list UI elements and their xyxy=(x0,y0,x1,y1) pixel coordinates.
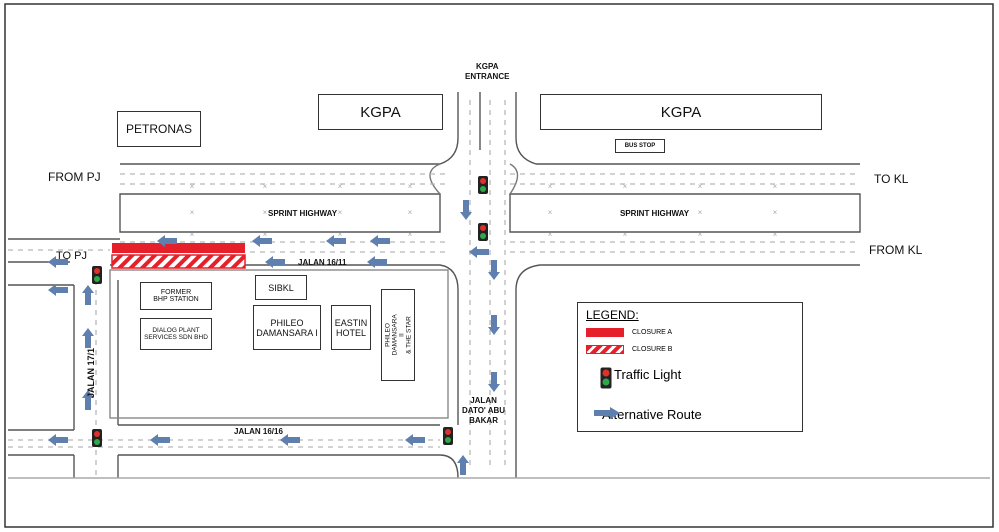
route-arrow-icon xyxy=(48,284,68,296)
traffic-light-icon xyxy=(443,427,453,445)
lane-x-mark: × xyxy=(190,230,195,239)
lane-x-mark: × xyxy=(263,182,268,191)
lane-x-mark: × xyxy=(698,208,703,217)
legend-closure-a: CLOSURE A xyxy=(586,328,672,337)
phileo-damansara-2-label: PHILEO DAMANSARA II & THE STAR xyxy=(384,314,412,356)
jalan-17-1-label: JALAN 17/1 xyxy=(86,347,97,399)
to-pj-label: TO PJ xyxy=(56,250,87,262)
lane-x-mark: × xyxy=(263,208,268,217)
traffic-light-icon xyxy=(92,266,102,284)
lane-x-mark: × xyxy=(338,182,343,191)
route-arrow-icon xyxy=(157,235,177,247)
sibkl-building: SIBKL xyxy=(255,275,307,300)
route-arrow-icon xyxy=(457,455,469,475)
route-arrow-icon xyxy=(370,235,390,247)
route-arrow-icon xyxy=(82,390,94,410)
jalan-16-16-label: JALAN 16/16 xyxy=(234,427,283,436)
bus-stop: BUS STOP xyxy=(615,139,665,153)
route-arrow-icon xyxy=(280,434,300,446)
route-arrow-icon xyxy=(405,434,425,446)
phileo-damansara-1: PHILEO DAMANSARA I xyxy=(253,305,321,350)
jalan-16-11-label: JALAN 16/11 xyxy=(298,258,347,267)
closure-a-marker xyxy=(112,243,245,253)
closure-b-swatch xyxy=(586,345,624,354)
closure-a-swatch xyxy=(586,328,624,337)
lane-x-mark: × xyxy=(548,182,553,191)
route-arrow-icon xyxy=(82,328,94,348)
route-arrow-icon xyxy=(82,285,94,305)
alternative-route-label: Alternative Route xyxy=(602,407,702,422)
legend-closure-b: CLOSURE B xyxy=(586,345,672,354)
lane-x-mark: × xyxy=(623,230,628,239)
legend-title: LEGEND: xyxy=(586,308,639,322)
route-arrow-icon xyxy=(460,200,472,220)
lane-x-mark: × xyxy=(548,230,553,239)
legend-traffic-light: Traffic Light xyxy=(600,367,682,389)
lane-x-mark: × xyxy=(698,230,703,239)
jalan-dato-abu-bakar-label: JALAN DATO' ABU BAKAR xyxy=(462,396,506,425)
traffic-light-icon xyxy=(600,367,612,389)
lane-x-mark: × xyxy=(190,182,195,191)
kgpa-building-right: KGPA xyxy=(540,94,822,130)
route-arrow-icon xyxy=(48,256,68,268)
lane-x-mark: × xyxy=(698,182,703,191)
from-kl-label: FROM KL xyxy=(869,243,923,257)
lane-x-mark: × xyxy=(263,230,268,239)
traffic-light-icon xyxy=(478,176,488,194)
sprint-highway-label-left: SPRINT HIGHWAY xyxy=(268,209,338,218)
traffic-light-label: Traffic Light xyxy=(614,367,682,382)
route-arrow-icon xyxy=(488,315,500,335)
lane-x-mark: × xyxy=(773,182,778,191)
lane-x-mark: × xyxy=(408,230,413,239)
lane-x-mark: × xyxy=(548,208,553,217)
sprint-highway-label-right: SPRINT HIGHWAY xyxy=(620,209,690,218)
lane-x-mark: × xyxy=(623,182,628,191)
former-bhp-station: FORMER BHP STATION xyxy=(140,282,212,310)
road-edges xyxy=(8,92,990,479)
closure-b-marker xyxy=(111,254,246,269)
route-arrow-icon xyxy=(488,372,500,392)
route-arrow-icon xyxy=(252,235,272,247)
closure-a-label: CLOSURE A xyxy=(632,329,673,336)
lane-x-mark: × xyxy=(623,208,628,217)
lane-x-mark: × xyxy=(408,208,413,217)
lane-x-mark: × xyxy=(773,208,778,217)
to-kl-label: TO KL xyxy=(874,172,909,186)
lane-x-mark: × xyxy=(338,208,343,217)
kgpa-building-left: KGPA xyxy=(318,94,443,130)
from-pj-label: FROM PJ xyxy=(48,170,101,184)
lane-x-mark: × xyxy=(338,230,343,239)
route-arrow-icon xyxy=(150,434,170,446)
route-arrow-icon xyxy=(265,256,285,268)
route-arrow-icon xyxy=(469,246,489,258)
route-arrow-icon xyxy=(48,434,68,446)
legend: LEGEND: CLOSURE A CLOSURE B Traffic Ligh… xyxy=(577,302,803,432)
traffic-light-icon xyxy=(478,223,488,241)
route-arrow-icon xyxy=(326,235,346,247)
lane-x-mark: × xyxy=(408,182,413,191)
traffic-light-icon xyxy=(92,429,102,447)
legend-alternative-route: Alternative Route xyxy=(594,407,702,422)
route-arrow-icon xyxy=(367,256,387,268)
eastin-hotel: EASTIN HOTEL xyxy=(331,305,371,350)
phileo-damansara-2: PHILEO DAMANSARA II & THE STAR xyxy=(381,289,415,381)
lane-x-mark: × xyxy=(773,230,778,239)
petronas-building: PETRONAS xyxy=(117,111,201,147)
dialog-plant: DIALOG PLANT SERVICES SDN BHD xyxy=(140,318,212,350)
lane-x-mark: × xyxy=(190,208,195,217)
route-arrow-icon xyxy=(488,260,500,280)
route-arrow-icon xyxy=(594,407,620,419)
kgpa-entrance-label: KGPA ENTRANCE xyxy=(465,62,510,81)
closure-b-label: CLOSURE B xyxy=(632,346,673,353)
